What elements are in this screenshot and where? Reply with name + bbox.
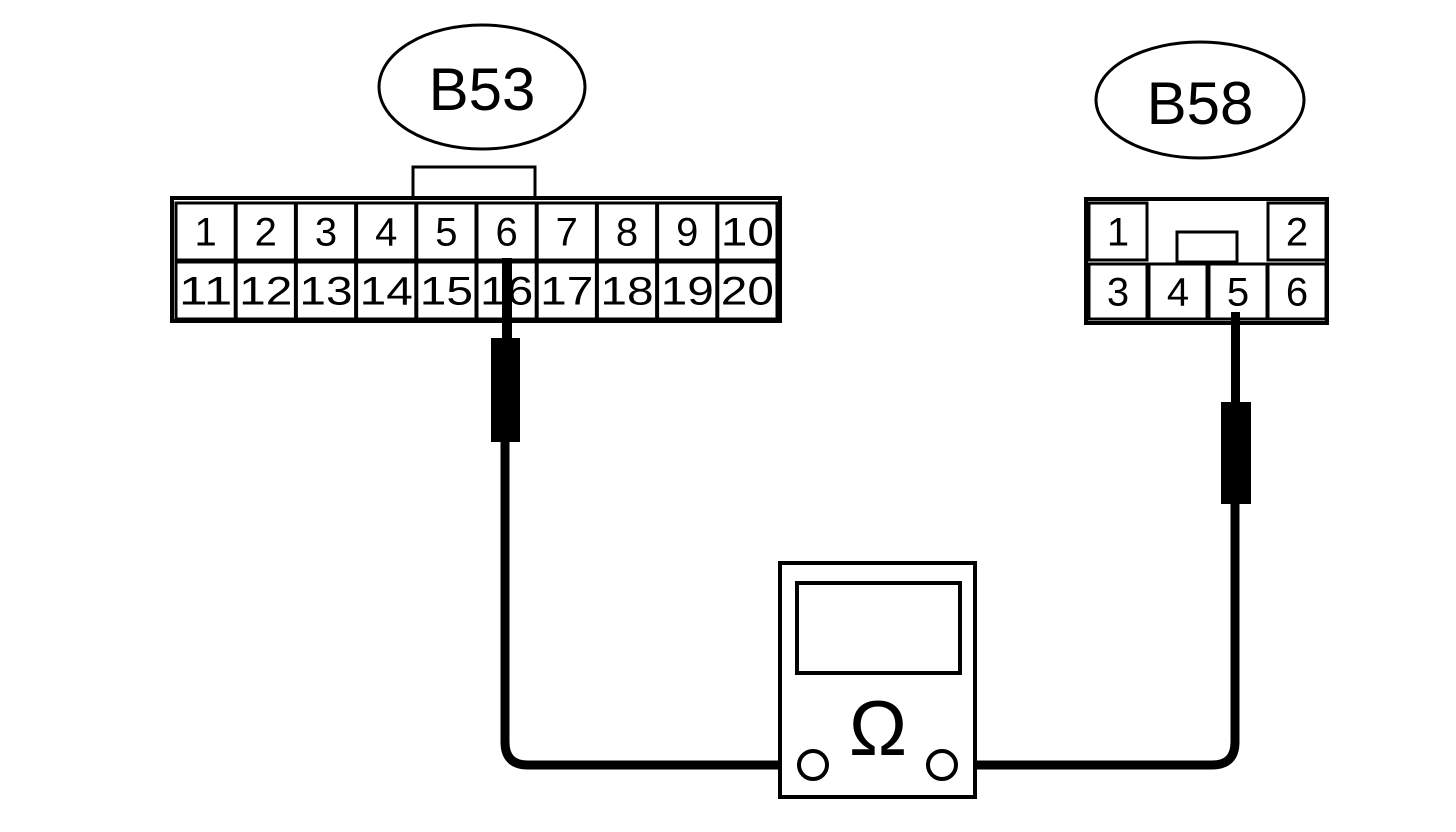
b53-pin-box [475,201,538,262]
b53-pin-box [716,260,779,321]
b53-pin-cell: 11 [174,260,237,321]
b53-pin-box [174,260,237,321]
connector-b53: B53 1234567891011121314151617181920 [170,23,782,323]
b53-pin-label: 8 [616,211,638,255]
b58-pin-label: 3 [1107,271,1129,315]
meter-terminal-right [926,749,958,781]
test-lead-right [958,502,1240,770]
b53-pin-label: 6 [495,211,517,255]
b53-pin-label: 4 [375,211,397,255]
b58-pin-box [1147,262,1209,321]
b53-pin-box [656,260,719,321]
b58-pin-box [1266,262,1328,321]
b53-pin-label: 7 [556,211,578,255]
b58-pin-cell: 3 [1087,262,1149,321]
b53-pin-cell: 4 [355,201,418,262]
b53-pin-cell: 18 [595,260,659,321]
probe-left-tip [502,258,512,340]
b53-pin-cell: 13 [294,260,358,321]
b53-pin-box [656,201,719,262]
b53-pin-cell: 5 [415,201,478,262]
b58-pin-label: 4 [1167,271,1189,315]
probe-left [491,258,520,442]
b53-pin-label: 17 [540,270,593,314]
b53-label-oval [377,23,587,151]
b53-pin-cell: 9 [656,201,719,262]
b53-pin-label: 18 [600,270,653,314]
b53-pin-cell: 6 [475,201,538,262]
b53-pin-label: 9 [676,211,698,255]
b53-pin-cell: 2 [234,201,297,262]
b53-pin-cell: 10 [716,201,779,262]
b53-pin-box [415,260,478,321]
b58-pin-box [1087,262,1149,321]
b58-pin-cell: 5 [1207,262,1269,321]
b53-pin-label: 14 [360,270,413,314]
b58-pin-cell: 2 [1266,201,1328,262]
probe-right-handle [1221,402,1251,504]
b53-pin-label: 13 [299,270,352,314]
b58-pin-cell: 4 [1147,262,1209,321]
b53-label: B53 [429,56,536,123]
b53-pin-cell: 15 [415,260,478,321]
b53-pin-label: 5 [435,211,457,255]
b53-pin-box [355,201,418,262]
b53-pin-label: 12 [239,270,292,314]
meter-terminal-left [797,749,829,781]
meter-display [795,581,962,675]
b53-pin-cell: 20 [716,260,779,321]
b58-pin-label: 2 [1286,211,1308,255]
b53-pin-box [595,201,659,262]
b58-pin-label: 5 [1227,271,1249,315]
probe-left-handle [491,338,520,442]
b53-pin-box [294,201,358,262]
ohmmeter: Ω [778,561,977,799]
b53-pin-box [234,260,297,321]
b53-pin-label: 15 [420,270,473,314]
b53-pin-label: 20 [721,270,774,314]
b53-pin-cell: 17 [535,260,598,321]
ohm-symbol: Ω [849,684,907,772]
b53-pin-label: 3 [315,211,337,255]
b53-pin-box [174,201,237,262]
b58-label-oval [1094,40,1306,160]
b53-pin-cell: 12 [234,260,297,321]
b53-pin-label: 11 [179,270,232,314]
b53-latch [411,165,537,201]
b58-pin-label: 1 [1107,211,1129,255]
probe-right [1221,312,1251,504]
b53-pin-cell: 19 [656,260,719,321]
probe-right-tip [1231,312,1240,404]
b53-pin-cell: 7 [535,201,598,262]
b53-pin-cell: 14 [355,260,418,321]
b53-pin-cell: 8 [595,201,659,262]
b53-pin-label: 2 [255,211,277,255]
b53-pin-cell: 1 [174,201,237,262]
b53-pin-box [415,201,478,262]
b53-pin-cell: 3 [294,201,358,262]
b58-pin-box [1266,201,1328,262]
b58-label: B58 [1147,70,1254,137]
b58-pin-label: 6 [1286,271,1308,315]
b53-pin-box [535,260,598,321]
b53-pin-label: 10 [721,211,774,255]
b58-latch [1175,230,1239,264]
b53-pin-box [716,201,779,262]
b58-pin-cell: 1 [1087,201,1149,262]
test-lead-left [500,440,796,770]
b53-pin-label: 19 [661,270,714,314]
b53-pin-box [595,260,659,321]
b58-pin-cell: 6 [1266,262,1328,321]
b53-pin-label: 1 [194,211,216,255]
b58-pin-box [1087,201,1149,262]
b53-pin-box [535,201,598,262]
